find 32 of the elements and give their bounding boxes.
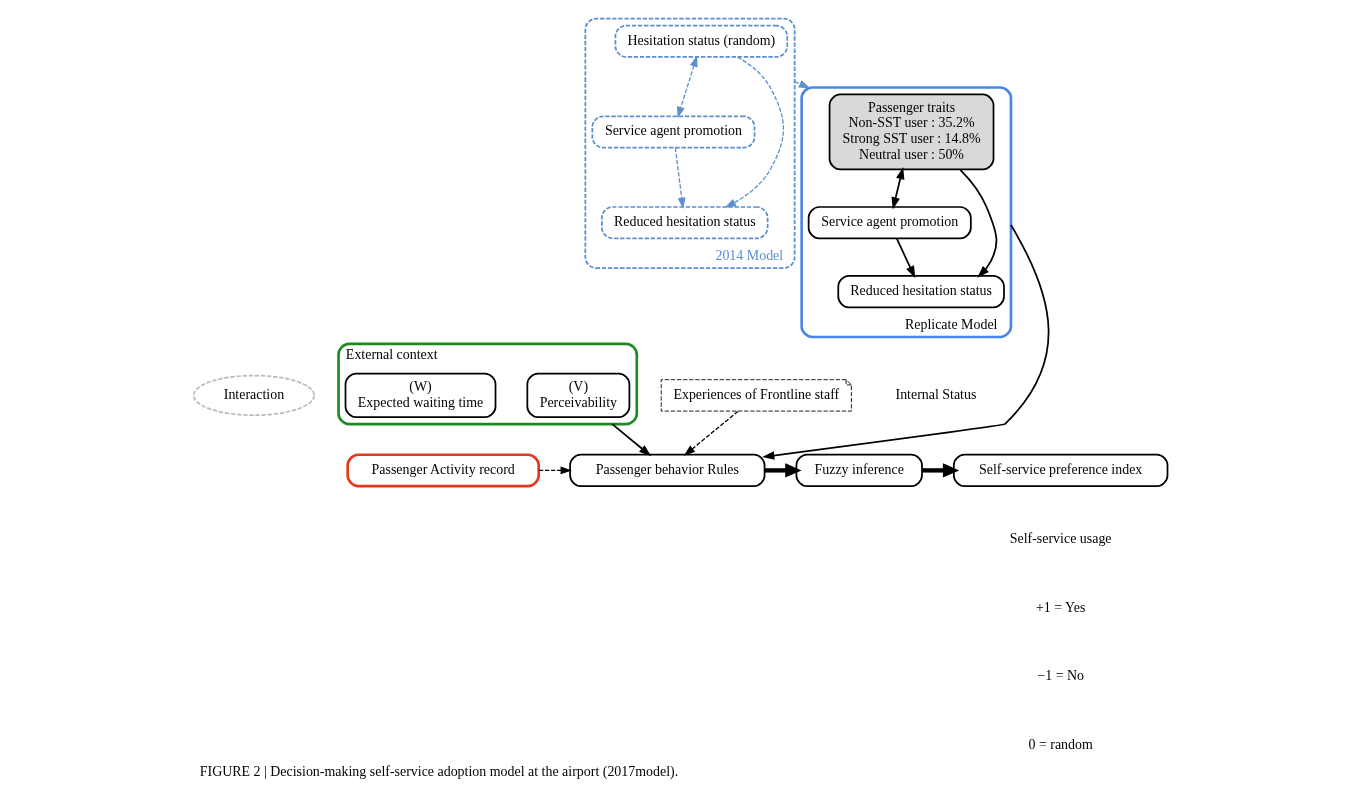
caption: FIGURE 2 | Decision-making self-service adoption model at the airport (2017model). [199, 764, 678, 780]
arrow [921, 463, 959, 478]
arrow [959, 169, 997, 278]
arrow [676, 55, 698, 119]
arrow [537, 466, 572, 475]
node-box: Service agent promotion [590, 115, 755, 149]
node-box: (W) Expected waiting time [344, 372, 496, 419]
node-box: Fuzzy inference [795, 453, 923, 487]
arrow [891, 167, 904, 210]
node-box: Passenger Activity record [345, 453, 540, 488]
node-box: Reduced hesitation status [836, 275, 1005, 309]
node-box: Reduced hesitation status [600, 206, 768, 240]
arrow [793, 80, 810, 89]
arrow [610, 423, 651, 457]
node-box: Service agent promotion [807, 206, 972, 240]
node-box: Hesitation status (random) [614, 24, 788, 58]
label: −1 = No [1036, 668, 1084, 684]
arrow [683, 410, 738, 456]
label: +1 = Yes [1035, 599, 1085, 615]
arrow [674, 147, 686, 209]
label: 0 = random [1027, 737, 1093, 753]
node-box: Passenger behavior Rules [568, 453, 765, 487]
node-ellipse: Interaction [192, 374, 315, 417]
node-box: Passenger traits Non-SST user : 35.2% Strong SST user : 14.8% Neutral user : 50% [828, 93, 994, 171]
arrow [895, 237, 915, 279]
arrow [724, 56, 784, 208]
arrow [764, 463, 802, 478]
node-box: Self-service preference index [952, 453, 1168, 487]
label: Internal Status [895, 386, 976, 402]
node-box: (V) Perceivability [526, 372, 630, 419]
arrow [761, 224, 1049, 460]
label: Self-service usage [1009, 530, 1112, 546]
